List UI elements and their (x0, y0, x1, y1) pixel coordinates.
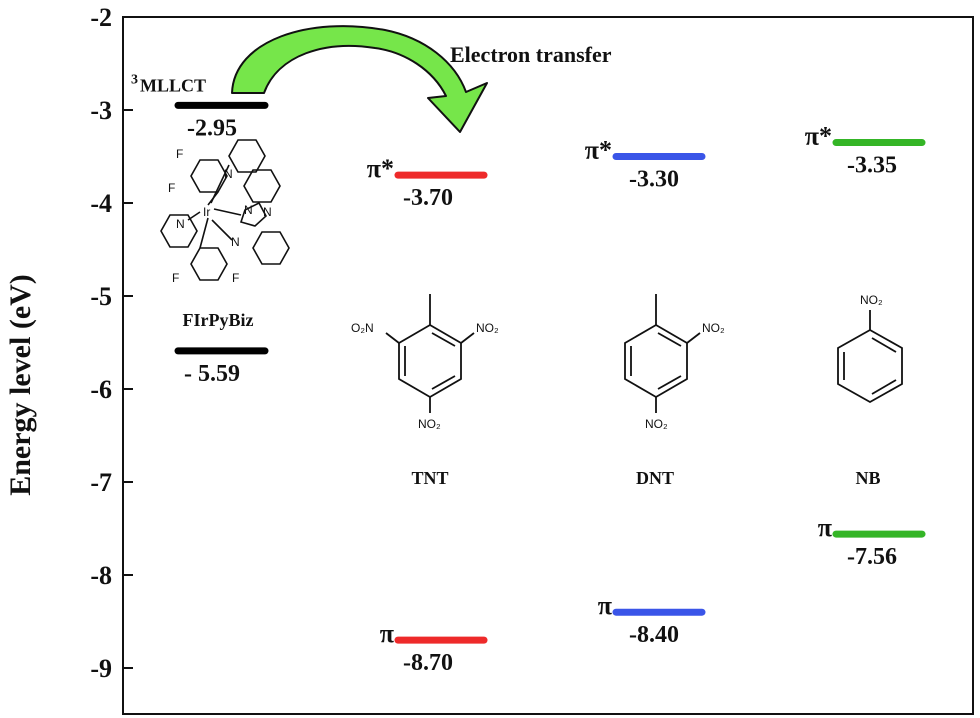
y-tick-label: -7 (90, 468, 112, 497)
fluorine-atom: F (172, 271, 179, 285)
y-tick-label: -3 (90, 96, 112, 125)
firpybiz-level-label: MLLCT (140, 75, 206, 95)
dnt-no2-label: NO₂ (645, 417, 668, 431)
tnt-level-value: -8.70 (403, 650, 453, 676)
iridium-atom: Ir (203, 205, 210, 219)
nb-level-value: -7.56 (847, 544, 897, 570)
tnt-no2-label: NO₂ (418, 417, 441, 431)
y-tick-label: -6 (90, 375, 112, 404)
nitrogen-atom: N (176, 217, 185, 231)
tnt-level-label: π* (367, 154, 394, 183)
nb-level-label: π* (805, 122, 832, 151)
dnt-level-value: -3.30 (629, 167, 679, 193)
firpybiz-atom-labels: F F N Ir N N N N F F (168, 147, 272, 285)
y-tick-label: -8 (90, 561, 112, 590)
tnt-structure (385, 294, 475, 413)
nb-name: NB (855, 468, 880, 488)
y-tick-label: -2 (90, 3, 112, 32)
firpybiz-level-label-sup: 3 (131, 72, 138, 87)
y-tick-label: -4 (90, 189, 112, 218)
fluorine-atom: F (176, 147, 183, 161)
nb-structure (837, 310, 903, 404)
electron-transfer-arrow (231, 25, 488, 133)
tnt-name: TNT (411, 468, 448, 488)
tnt-level-value: -3.70 (403, 185, 453, 211)
tnt-level-label: π (380, 619, 394, 648)
nb-no2-label: NO₂ (860, 293, 883, 307)
nitrogen-atom: N (224, 167, 233, 181)
tnt-no2-label: O₂N (351, 321, 374, 335)
firpybiz-structure (160, 139, 290, 281)
plot-frame (122, 16, 974, 715)
firpybiz-level-value: -2.95 (187, 115, 237, 141)
tnt-no2-label: NO₂ (476, 321, 499, 335)
dnt-level-label: π (598, 591, 612, 620)
y-tick-label: -5 (90, 282, 112, 311)
firpybiz-level-value: - 5.59 (184, 361, 240, 387)
electron-transfer-label: Electron transfer (450, 42, 612, 67)
nb-level-value: -3.35 (847, 153, 897, 179)
y-axis-ticks: -2 -3 -4 -5 -6 -7 -8 -9 (90, 3, 133, 683)
fluorine-atom: F (168, 181, 175, 195)
y-tick-label: -9 (90, 654, 112, 683)
dnt-level-label: π* (585, 136, 612, 165)
dnt-no2-label: NO₂ (702, 321, 725, 335)
dnt-structure (624, 294, 701, 413)
nitrogen-atom: N (263, 205, 272, 219)
fluorine-atom: F (232, 271, 239, 285)
firpybiz-name: FIrPyBiz (183, 310, 254, 330)
nb-level-label: π (818, 513, 832, 542)
y-axis-label: Energy level (eV) (4, 274, 37, 496)
nitrogen-atom: N (231, 235, 240, 249)
dnt-name: DNT (636, 468, 674, 488)
nitrogen-atom: N (244, 203, 253, 217)
dnt-level-value: -8.40 (629, 622, 679, 648)
